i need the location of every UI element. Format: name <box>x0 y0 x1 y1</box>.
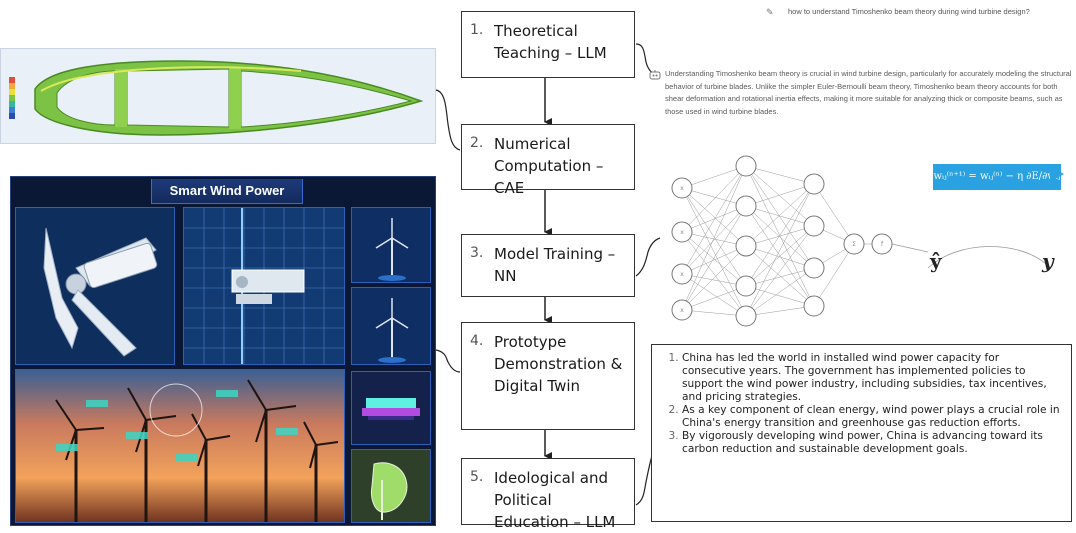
hidden1-node-3 <box>735 235 757 257</box>
step-4-label: Prototype Demonstration & Digital Twin <box>494 333 623 395</box>
bot-icon <box>649 70 661 80</box>
nn-connections <box>681 165 872 317</box>
hidden1-node-4 <box>735 275 757 297</box>
digital-twin-grid-panel <box>183 207 345 365</box>
turbine-3d-icon <box>16 208 174 364</box>
bracket-step5 <box>635 455 653 506</box>
grid-schematic <box>184 208 344 364</box>
svg-text:x: x <box>680 185 684 192</box>
turbine-thumb-1 <box>351 207 431 283</box>
hidden1-node-5 <box>735 305 757 327</box>
input-node-1 <box>671 177 693 199</box>
step-2-box: 2. Numerical Computation – CAE <box>461 124 635 197</box>
svg-text:x: x <box>680 229 684 236</box>
blade-inner-cavity-2 <box>126 68 230 128</box>
blade-skin-highlight <box>40 66 302 92</box>
step-3-box: 3. Model Training – NN <box>461 234 635 297</box>
svg-text:Σ: Σ <box>852 241 856 248</box>
blade-light-thumb-icon <box>362 398 420 420</box>
blade-fem-image <box>0 48 436 144</box>
wind-farm-sunset-image <box>16 370 344 522</box>
shear-web-2 <box>229 67 241 129</box>
chat-answer: Understanding Timoshenko beam theory is … <box>665 69 1072 116</box>
wind-farm-sunset-panel <box>15 369 345 523</box>
ideology-list: China has led the world in installed win… <box>660 352 1063 456</box>
curly-brackets <box>435 43 661 506</box>
hidden1-node-2 <box>735 195 757 217</box>
step-4-box: 4. Prototype Demonstration & Digital Twi… <box>461 322 635 430</box>
hidden2-node-1 <box>803 173 825 195</box>
ideology-text-box: China has led the world in installed win… <box>651 344 1072 522</box>
formula-callout-tail <box>1050 166 1064 182</box>
shear-web-1 <box>115 69 127 127</box>
ideology-item-2: As a key component of clean energy, wind… <box>682 404 1063 430</box>
y-label: y <box>1041 249 1055 273</box>
color-legend <box>9 77 15 119</box>
svg-text:f: f <box>881 241 884 248</box>
step-2-number: 2. <box>470 135 484 151</box>
nn-error-arc <box>927 246 1047 269</box>
sum-node <box>843 233 865 255</box>
step-2-label: Numerical Computation – CAE <box>494 135 604 197</box>
chat-question: how to understand Timoshenko beam theory… <box>788 7 1030 16</box>
hidden2-node-3 <box>803 257 825 279</box>
hidden2-node-2 <box>803 215 825 237</box>
step-3-label: Model Training – NN <box>494 245 616 285</box>
step-3-number: 3. <box>470 245 484 261</box>
nn-nodes <box>671 155 893 327</box>
step-1-box: 1. Theoretical Teaching – LLM <box>461 11 635 78</box>
smart-wind-power-dashboard: Smart Wind Power <box>10 176 436 526</box>
input-node-3 <box>671 263 693 285</box>
bracket-dash <box>435 349 461 373</box>
dashboard-title: Smart Wind Power <box>151 179 303 204</box>
input-node-4 <box>671 299 693 321</box>
nacelle-green-thumb <box>351 449 431 523</box>
step-4-number: 4. <box>470 333 484 349</box>
ideology-item-1: China has led the world in installed win… <box>682 352 1063 404</box>
bracket-blade <box>435 89 461 151</box>
input-node-2 <box>671 221 693 243</box>
y-hat-label: ŷ <box>929 249 943 273</box>
hidden1-node-1 <box>735 155 757 177</box>
turbine-thumb-1-icon <box>375 218 409 281</box>
user-icon: ✎ <box>766 7 774 17</box>
bracket-step3 <box>635 237 661 277</box>
turbine-thumb-2-icon <box>375 298 409 363</box>
hidden2-node-4 <box>803 295 825 317</box>
step-5-box: 5. Ideological and Political Education –… <box>461 458 635 531</box>
weight-update-formula: wᵢⱼ⁽ⁿ⁺¹⁾ = wᵢⱼ⁽ⁿ⁾ − η ∂E/∂wᵢⱼ <box>933 164 1061 190</box>
ideology-item-3: By vigorously developing wind power, Chi… <box>682 430 1063 456</box>
turbine-thumb-2 <box>351 287 431 365</box>
step-1-label: Theoretical Teaching – LLM <box>494 22 607 62</box>
step-1-number: 1. <box>470 22 484 38</box>
nn-output-line <box>891 243 929 253</box>
svg-text:x: x <box>680 271 684 278</box>
step-5-number: 5. <box>470 469 484 485</box>
blade-cross-section <box>9 60 424 136</box>
turbine-3d-panel <box>15 207 175 365</box>
blade-light-thumb <box>351 371 431 445</box>
svg-text:x: x <box>680 307 684 314</box>
blade-inner-cavity-3 <box>240 70 413 128</box>
nacelle-green-thumb-icon <box>371 462 408 520</box>
step-5-label: Ideological and Political Education – LL… <box>494 469 616 531</box>
